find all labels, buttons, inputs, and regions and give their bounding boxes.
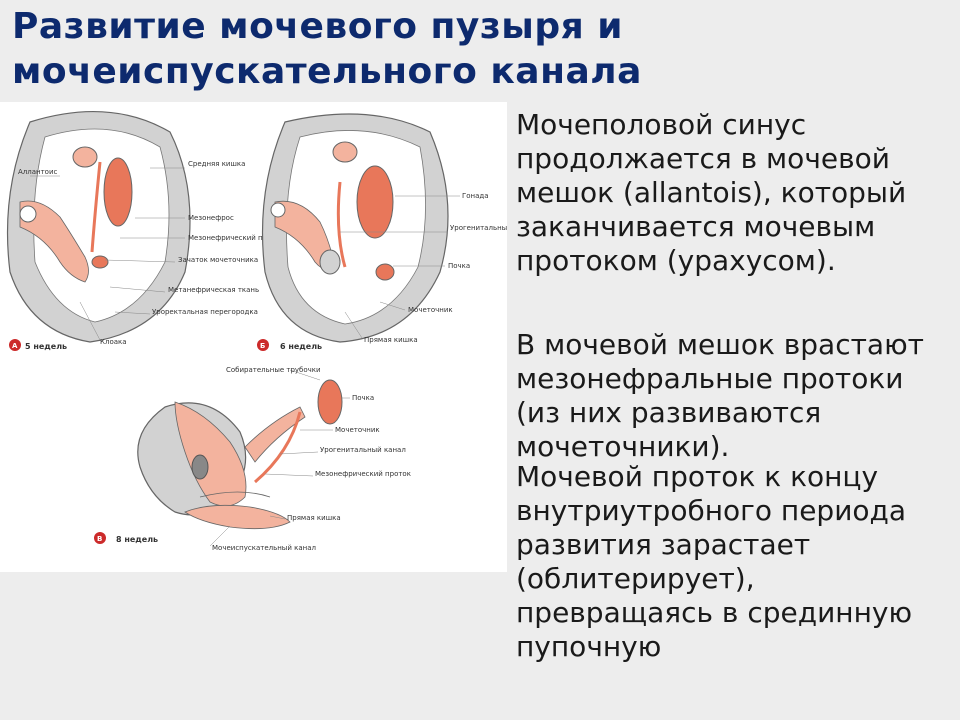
label-ureter-b: Мочеточник	[408, 306, 453, 314]
panel-b-letter: Б	[260, 342, 265, 350]
embryo-illustration: А 5 недель Аллантоис Средняя кишка Мезон…	[6, 111, 507, 552]
label-gonad: Гонада	[462, 192, 489, 200]
panel-a: А 5 недель Аллантоис Средняя кишка Мезон…	[6, 111, 284, 351]
label-ureter-c: Мочеточник	[335, 426, 380, 434]
paragraph-urachus: Мочевой проток к концу внутриутробного п…	[516, 460, 913, 663]
label-kidney-c: Почка	[352, 394, 374, 402]
label-mesonephric-duct-c: Мезонефрический проток	[315, 470, 411, 478]
label-rectum-c: Прямая кишка	[287, 514, 341, 522]
label-rectum-b: Прямая кишка	[364, 336, 418, 344]
paragraph-urogenital-sinus: Мочеполовой синус продолжается в мочевой…	[516, 108, 907, 277]
panel-c-caption: 8 недель	[116, 535, 158, 544]
label-allantois: Аллантоис	[18, 168, 58, 176]
panel-b-caption: 6 недель	[280, 342, 322, 351]
label-urogenital-canal: Урогенитальный канал	[320, 446, 406, 454]
label-urorectal-septum: Уроректальная перегородка	[152, 308, 258, 316]
panel-a-letter: А	[12, 342, 18, 350]
label-mesonephric-duct: Мезонефрический проток	[188, 234, 284, 242]
label-urogenital-sinus: Урогенитальный синус	[450, 224, 507, 232]
panel-a-caption: 5 недель	[25, 342, 67, 351]
label-midgut: Средняя кишка	[188, 160, 245, 168]
label-mesonephros: Мезонефрос	[188, 214, 234, 222]
panel-b: Б 6 недель Гонада Урогенитальный синус П…	[257, 113, 507, 351]
label-cloaca: Клоака	[100, 338, 127, 346]
embryology-figure: А 5 недель Аллантоис Средняя кишка Мезон…	[0, 102, 507, 572]
slide-title: Развитие мочевого пузыря и мочеиспускате…	[12, 6, 642, 92]
label-metanephric-tissue: Метанефрическая ткань	[168, 286, 259, 294]
label-kidney-b: Почка	[448, 262, 470, 270]
label-ureteric-bud: Зачаток мочеточника	[178, 256, 258, 264]
paragraph-mesonephric-ducts: В мочевой мешок врастают мезонефральные …	[516, 328, 924, 463]
panel-c: В 8 недель Собирательные трубочки Почка …	[94, 366, 411, 552]
label-urethra: Мочеиспускательный канал	[212, 544, 316, 552]
label-collecting-tubules: Собирательные трубочки	[226, 366, 321, 374]
panel-c-letter: В	[97, 535, 102, 543]
